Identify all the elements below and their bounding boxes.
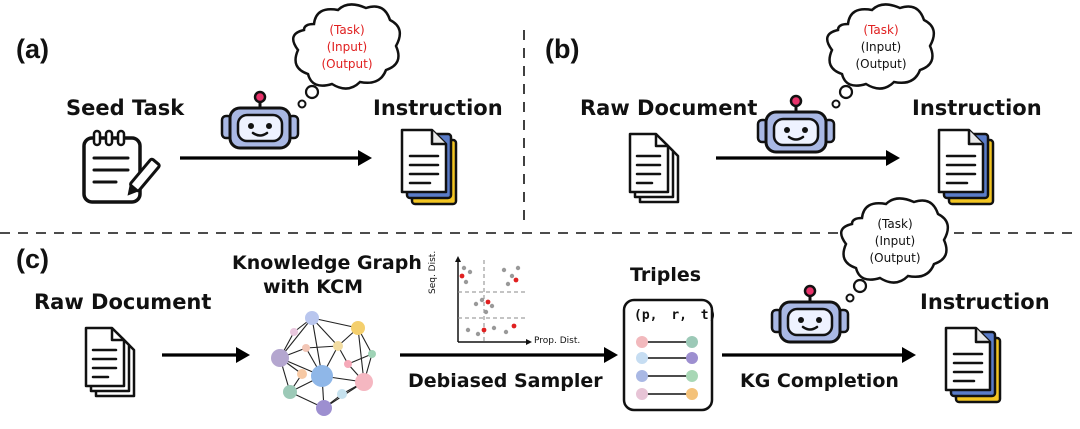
knowledge-graph-title-2: with KCM bbox=[262, 276, 363, 298]
instruction-doc-icon-a bbox=[400, 128, 458, 206]
thought-text-b: (Task) (Input) (Output) bbox=[837, 22, 925, 73]
triples-header-t: t) bbox=[700, 308, 717, 323]
panel-label-c: (c) bbox=[16, 244, 49, 274]
instruction-title-a: Instruction bbox=[373, 96, 503, 120]
robot-icon-a bbox=[220, 90, 300, 150]
raw-document-icon-c bbox=[84, 326, 136, 398]
robot-icon-c bbox=[770, 284, 850, 344]
thought-task-a: (Task) bbox=[329, 23, 365, 37]
triples-title: Triples bbox=[630, 264, 702, 286]
triples-box bbox=[622, 298, 714, 412]
thought-bubble-b bbox=[825, 3, 936, 109]
triples-header-r: r, bbox=[671, 308, 687, 323]
thought-output-a: (Output) bbox=[321, 57, 373, 71]
plot-xlabel: Prop. Dist. bbox=[534, 336, 581, 346]
raw-document-title-c: Raw Document bbox=[34, 290, 212, 314]
kg-completion-label: KG Completion bbox=[740, 370, 899, 392]
thought-text-a: (Task) (Input) (Output) bbox=[303, 22, 391, 73]
raw-document-title-b: Raw Document bbox=[580, 96, 758, 120]
instruction-title-b: Instruction bbox=[912, 96, 1042, 120]
plot-ylabel: Seq. Dist. bbox=[428, 250, 438, 294]
flow-arrows bbox=[162, 150, 916, 363]
raw-document-icon-b bbox=[628, 132, 680, 204]
thought-bubble-c bbox=[839, 197, 950, 303]
thought-bubble-a bbox=[291, 3, 402, 109]
thought-task-b: (Task) bbox=[863, 23, 899, 37]
triples-header-p: (p, bbox=[634, 308, 658, 323]
thought-output-c: (Output) bbox=[869, 251, 921, 265]
thought-input-b: (Input) bbox=[860, 40, 902, 54]
instruction-title-c: Instruction bbox=[920, 290, 1050, 314]
thought-input-c: (Input) bbox=[874, 234, 916, 248]
panel-label-a: (a) bbox=[16, 34, 49, 64]
debiased-sampler-label: Debiased Sampler bbox=[408, 370, 603, 392]
thought-output-b: (Output) bbox=[855, 57, 907, 71]
instruction-doc-icon-b bbox=[937, 128, 995, 206]
sampler-scatter-plot bbox=[455, 256, 532, 345]
robot-icon-b bbox=[756, 94, 836, 154]
triples-header: (p, r, t) bbox=[634, 308, 716, 323]
thought-task-c: (Task) bbox=[877, 217, 913, 231]
panel-label-b: (b) bbox=[545, 34, 580, 64]
knowledge-graph-title-1: Knowledge Graph bbox=[232, 252, 422, 274]
seed-task-title: Seed Task bbox=[66, 96, 185, 120]
knowledge-graph-icon bbox=[271, 311, 376, 416]
notepad-icon bbox=[82, 129, 161, 204]
instruction-doc-icon-c bbox=[944, 326, 1002, 404]
thought-text-c: (Task) (Input) (Output) bbox=[851, 216, 939, 267]
thought-input-a: (Input) bbox=[326, 40, 368, 54]
